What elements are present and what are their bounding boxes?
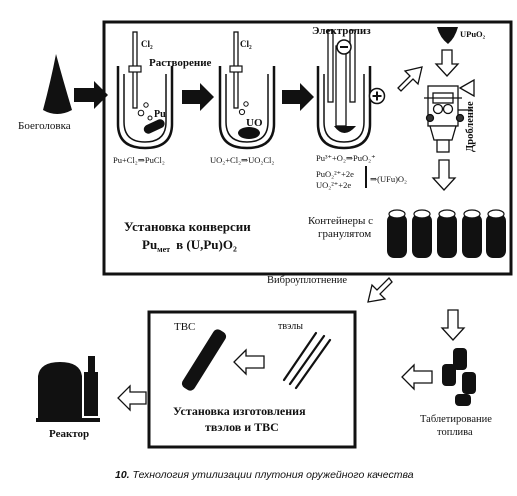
- upuo2-hopper: [437, 27, 458, 44]
- fuel-assembly: [181, 329, 227, 391]
- equation-brace: [365, 166, 367, 188]
- figure-caption-text: Технология утилизации плутония оружейног…: [132, 469, 414, 481]
- arrow-down-2: [431, 159, 457, 191]
- uo-dissolution-vessel: [218, 31, 276, 150]
- equation-puo2-reduction: PuO₂²⁺+2e: [316, 169, 354, 179]
- conversion-pu-subscript: мет: [157, 245, 171, 254]
- warhead-cone: [43, 54, 72, 114]
- reactor-label: Реактор: [49, 428, 90, 440]
- fabrication-frame: [147, 310, 357, 449]
- warhead-label: Боеголовка: [18, 120, 71, 132]
- tvels-label: твэлы: [278, 321, 303, 332]
- crusher-machine: [424, 78, 475, 153]
- conversion-title: Установка конверсии: [124, 219, 251, 234]
- arrow-tvels-to-tvs: [233, 348, 265, 376]
- conversion-subtitle: Puмет в (U,Pu)O₂: [142, 238, 237, 254]
- uo-label: UO: [246, 117, 263, 129]
- arrow-to-crusher: [397, 66, 423, 92]
- electrolysis-label: Электролиз: [312, 25, 371, 37]
- figure-number: 10.: [115, 469, 130, 481]
- vibro-label: Виброуплотнение: [267, 275, 348, 286]
- dissolution-label: Растворение: [149, 57, 212, 69]
- fabrication-subtitle: твэлов и ТВС: [205, 420, 279, 434]
- conversion-target: в (U,Pu)O₂: [176, 237, 237, 252]
- dissolution-vessel: [116, 31, 174, 150]
- arrow-fab-to-reactor: [117, 384, 147, 412]
- tableting-label-line2: топлива: [437, 427, 473, 438]
- arrow-down-1: [434, 49, 460, 77]
- conversion-pu: Pu: [142, 237, 158, 252]
- arrow-vibro: [367, 277, 393, 303]
- arrow-vessel2-to-vessel3: [282, 83, 314, 111]
- figure-caption: 10. Технология утилизации плутония оруже…: [115, 470, 414, 481]
- crushing-label: Дробление: [465, 101, 476, 152]
- conversion-frame: [102, 20, 513, 276]
- fuel-tablets: [442, 348, 476, 406]
- granulate-containers: [387, 214, 506, 258]
- tableting-label-line1: Таблетирование: [420, 414, 492, 425]
- pu-label: Pu: [154, 109, 166, 120]
- cl2-label-2: Cl₂: [240, 39, 252, 49]
- reactor-building: [36, 356, 100, 422]
- fuel-rods: [282, 331, 332, 390]
- fabrication-title: Установка изготовления: [173, 404, 306, 418]
- containers-label-line1: Контейнеры с: [308, 215, 374, 227]
- equation-pu-oxidation: Pu³⁺+O₂⇒PuO₂⁺: [316, 153, 376, 163]
- arrow-warhead-to-vessel: [74, 81, 108, 109]
- equation-mixed-oxide: ⇒(UFu)O₂: [370, 174, 408, 184]
- electrolysis-vessel: [316, 29, 386, 150]
- upuo2-label: UPuO₂: [460, 29, 486, 39]
- equation-uo2-chlorination: UO₂+Cl₂⇒UO₂Cl₂: [210, 155, 275, 165]
- arrow-vessel1-to-vessel2: [182, 83, 214, 111]
- tvs-label: ТВС: [174, 321, 196, 333]
- arrow-down-3: [440, 309, 466, 341]
- containers-label-line2: гранулятом: [318, 228, 372, 240]
- arrow-tablets-to-fab: [401, 363, 433, 391]
- equation-pu-chlorination: Pu+Cl₂⇒PuCl₂: [113, 155, 165, 165]
- equation-uo2-reduction: UO₂²⁺+2e: [316, 180, 352, 190]
- cl2-label-1: Cl₂: [141, 39, 153, 49]
